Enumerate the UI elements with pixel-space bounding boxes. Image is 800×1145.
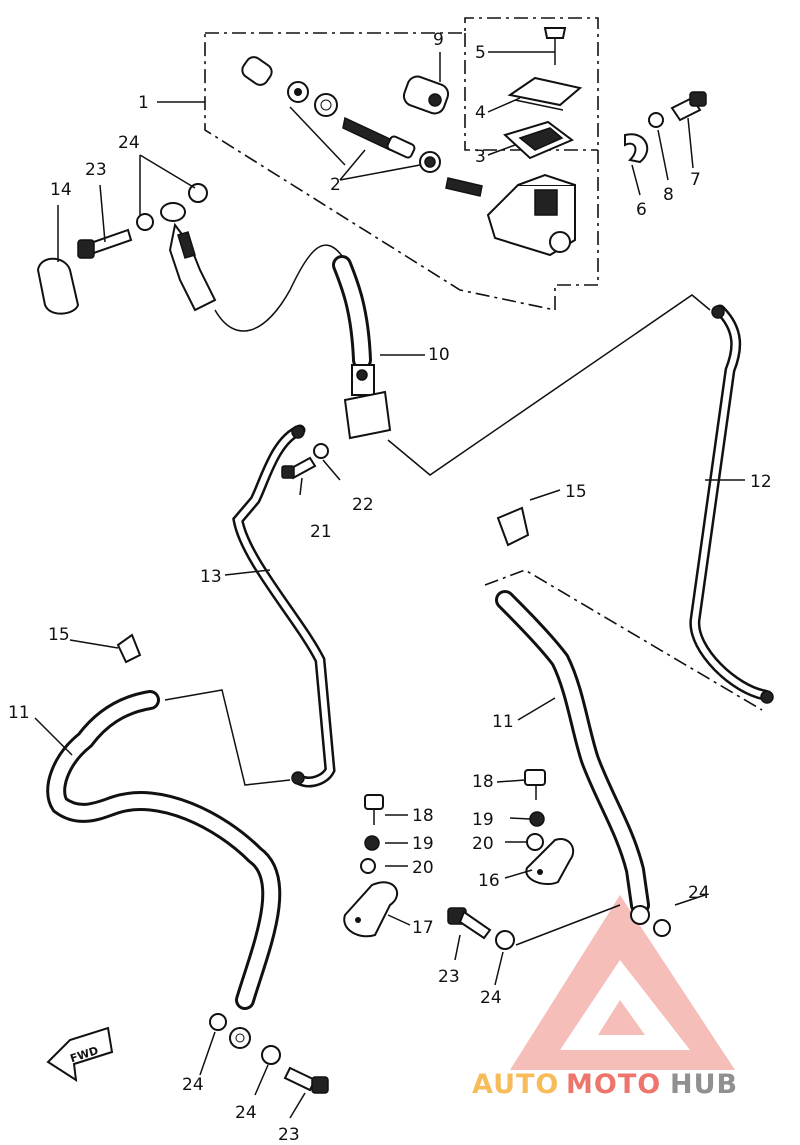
label-15-left: 15 xyxy=(48,625,70,645)
hose-cover-14 xyxy=(36,257,80,315)
part-labels: 1 2 3 4 5 6 7 8 9 10 11 11 12 13 14 15 1… xyxy=(8,30,772,1145)
pipe-12-nut-bottom xyxy=(760,690,774,704)
label-10: 10 xyxy=(428,345,450,365)
washer-24-bottom-left-1 xyxy=(209,1013,227,1031)
label-21: 21 xyxy=(310,522,332,542)
washer-20-left xyxy=(360,858,376,874)
washer-19-left xyxy=(364,835,380,851)
clamp-16 xyxy=(525,838,575,886)
label-2: 2 xyxy=(330,175,341,195)
label-19-right: 19 xyxy=(472,810,494,830)
banjo-bolt-23-top xyxy=(77,228,133,259)
fwd-direction-marker: FWD xyxy=(46,1026,114,1082)
label-11-right: 11 xyxy=(492,712,514,732)
master-cylinder-body xyxy=(486,173,576,257)
pipe-12-line xyxy=(387,294,711,476)
label-1: 1 xyxy=(138,93,149,113)
label-16: 16 xyxy=(478,871,500,891)
label-6: 6 xyxy=(636,200,647,220)
three-way-joint xyxy=(343,364,392,440)
pipe-13-nut-bottom xyxy=(291,771,305,785)
pipe-13-nut-top xyxy=(291,425,305,439)
label-8: 8 xyxy=(663,185,674,205)
banjo-fitting-bottom-left xyxy=(229,1027,251,1049)
label-5: 5 xyxy=(475,43,486,63)
washer-8 xyxy=(648,112,664,128)
clamp-17 xyxy=(343,881,399,938)
line-right-hose xyxy=(484,569,763,711)
brake-hose-11-right xyxy=(495,590,650,915)
label-19-left: 19 xyxy=(412,834,434,854)
bolt-7 xyxy=(670,91,707,122)
banjo-fitting-top xyxy=(160,202,217,312)
master-cylinder-kit-outline xyxy=(204,17,599,311)
label-23-center: 23 xyxy=(438,967,460,987)
hose-10-line xyxy=(214,244,346,332)
watermark-auto: AUTO xyxy=(472,1069,559,1100)
bolt-18-left xyxy=(364,794,384,825)
clip-15-left xyxy=(116,633,142,664)
label-24-bottom-left: 24 xyxy=(182,1075,204,1095)
washer-24-top-right xyxy=(188,183,208,203)
boot-part-9 xyxy=(402,75,450,115)
label-18-right: 18 xyxy=(472,772,494,792)
brake-pipe-13-inner xyxy=(234,427,334,785)
piston-cup-parts xyxy=(241,56,483,197)
reservoir-screw xyxy=(543,27,567,65)
label-24-right: 24 xyxy=(688,883,710,903)
washer-19-right xyxy=(529,811,545,827)
label-20-left: 20 xyxy=(412,858,434,878)
banjo-fitting-bottom-right xyxy=(630,905,650,925)
label-20-right: 20 xyxy=(472,834,494,854)
brake-hose-11-right-inner xyxy=(498,593,647,912)
label-3: 3 xyxy=(475,147,486,167)
leader-lines xyxy=(34,51,745,1119)
washer-24-bottom-right xyxy=(653,919,671,937)
label-24-center: 24 xyxy=(480,988,502,1008)
bolt-18-right xyxy=(524,769,546,800)
diaphragm-plate xyxy=(507,76,583,111)
label-13: 13 xyxy=(200,567,222,587)
banjo-bolt-23-center xyxy=(447,907,492,940)
label-11-left: 11 xyxy=(8,703,30,723)
caliper-kit-outline xyxy=(464,33,598,151)
label-23-bottom: 23 xyxy=(278,1125,300,1145)
washer-22 xyxy=(313,443,329,459)
label-24-bottom-mid: 24 xyxy=(235,1103,257,1123)
line-left-connector xyxy=(164,689,291,786)
watermark-logo xyxy=(510,895,735,1070)
reservoir-cap xyxy=(503,120,574,160)
watermark-hub: HUB xyxy=(670,1069,738,1100)
washer-20-right xyxy=(526,833,544,851)
brake-pipe-12-inner xyxy=(691,307,768,698)
washer-24-top-left xyxy=(136,213,154,231)
hose-10-inner xyxy=(335,258,369,367)
washer-24-bottom-left-2 xyxy=(261,1045,281,1065)
brake-hose-11-left-inner xyxy=(49,693,279,1007)
label-17: 17 xyxy=(412,918,434,938)
pipe-12-nut-top xyxy=(711,305,725,319)
clamp-bracket-6 xyxy=(624,133,649,164)
label-24-top: 24 xyxy=(118,133,140,153)
label-23-top: 23 xyxy=(85,160,107,180)
label-7: 7 xyxy=(690,170,701,190)
line-center-bolt xyxy=(515,904,621,946)
watermark-moto: MOTO xyxy=(566,1069,661,1100)
watermark-text: AUTO MOTO HUB xyxy=(472,1069,738,1100)
label-14: 14 xyxy=(50,180,72,200)
label-9: 9 xyxy=(433,30,444,50)
label-22: 22 xyxy=(352,495,374,515)
clip-15-right xyxy=(496,506,530,547)
label-4: 4 xyxy=(475,103,486,123)
bolt-21 xyxy=(281,456,317,480)
banjo-bolt-23-bottom-left xyxy=(283,1066,329,1094)
label-15-right: 15 xyxy=(565,482,587,502)
label-18-left: 18 xyxy=(412,806,434,826)
washer-24-center xyxy=(495,930,515,950)
label-12: 12 xyxy=(750,472,772,492)
